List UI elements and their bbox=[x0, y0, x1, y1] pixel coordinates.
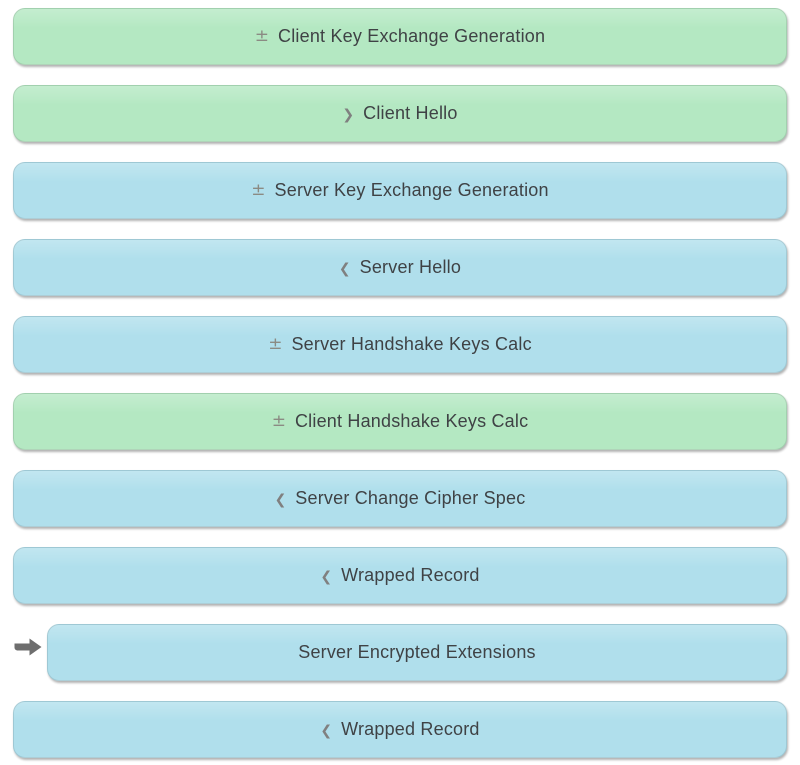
record-label: Server Handshake Keys Calc bbox=[291, 334, 532, 354]
record-wrapped-record[interactable]: ❮ Wrapped Record bbox=[13, 547, 787, 604]
pointer-arrow-shape bbox=[14, 638, 42, 656]
record-server-handshake-keys-calc[interactable]: ± Server Handshake Keys Calc bbox=[13, 316, 787, 373]
record-label: Server Hello bbox=[359, 257, 462, 277]
current-step-arrow-icon bbox=[12, 636, 43, 658]
record-wrapped-record[interactable]: ❮ Wrapped Record bbox=[13, 701, 787, 758]
record-label: Client Key Exchange Generation bbox=[278, 26, 546, 46]
record-label: Server Key Exchange Generation bbox=[274, 180, 549, 200]
plus-minus-icon: ± bbox=[268, 334, 283, 354]
record-server-hello[interactable]: ❮ Server Hello bbox=[13, 239, 787, 296]
record-client-hello[interactable]: ❯ Client Hello bbox=[13, 85, 787, 142]
chevron-left-icon: ❮ bbox=[338, 260, 351, 277]
record-label: Server Change Cipher Spec bbox=[295, 488, 526, 508]
record-server-change-cipher-spec[interactable]: ❮ Server Change Cipher Spec bbox=[13, 470, 787, 527]
record-server-key-exchange-generation[interactable]: ± Server Key Exchange Generation bbox=[13, 162, 787, 219]
record-label: Client Hello bbox=[363, 103, 458, 123]
chevron-left-icon: ❮ bbox=[320, 722, 333, 739]
record-label: Server Encrypted Extensions bbox=[298, 642, 536, 662]
record-server-encrypted-extensions[interactable]: Server Encrypted Extensions bbox=[14, 624, 787, 681]
record-label: Wrapped Record bbox=[341, 719, 480, 739]
plus-minus-icon: ± bbox=[251, 180, 266, 200]
plus-minus-icon: ± bbox=[271, 411, 286, 431]
record-client-key-exchange-generation[interactable]: ± Client Key Exchange Generation bbox=[13, 8, 787, 65]
record-client-handshake-keys-calc[interactable]: ± Client Handshake Keys Calc bbox=[13, 393, 787, 450]
chevron-left-icon: ❮ bbox=[274, 491, 287, 508]
chevron-left-icon: ❮ bbox=[320, 568, 333, 585]
plus-minus-icon: ± bbox=[254, 26, 270, 46]
record-label: Client Handshake Keys Calc bbox=[294, 411, 529, 431]
chevron-right-icon: ❯ bbox=[342, 106, 355, 123]
record-label: Wrapped Record bbox=[341, 565, 480, 585]
